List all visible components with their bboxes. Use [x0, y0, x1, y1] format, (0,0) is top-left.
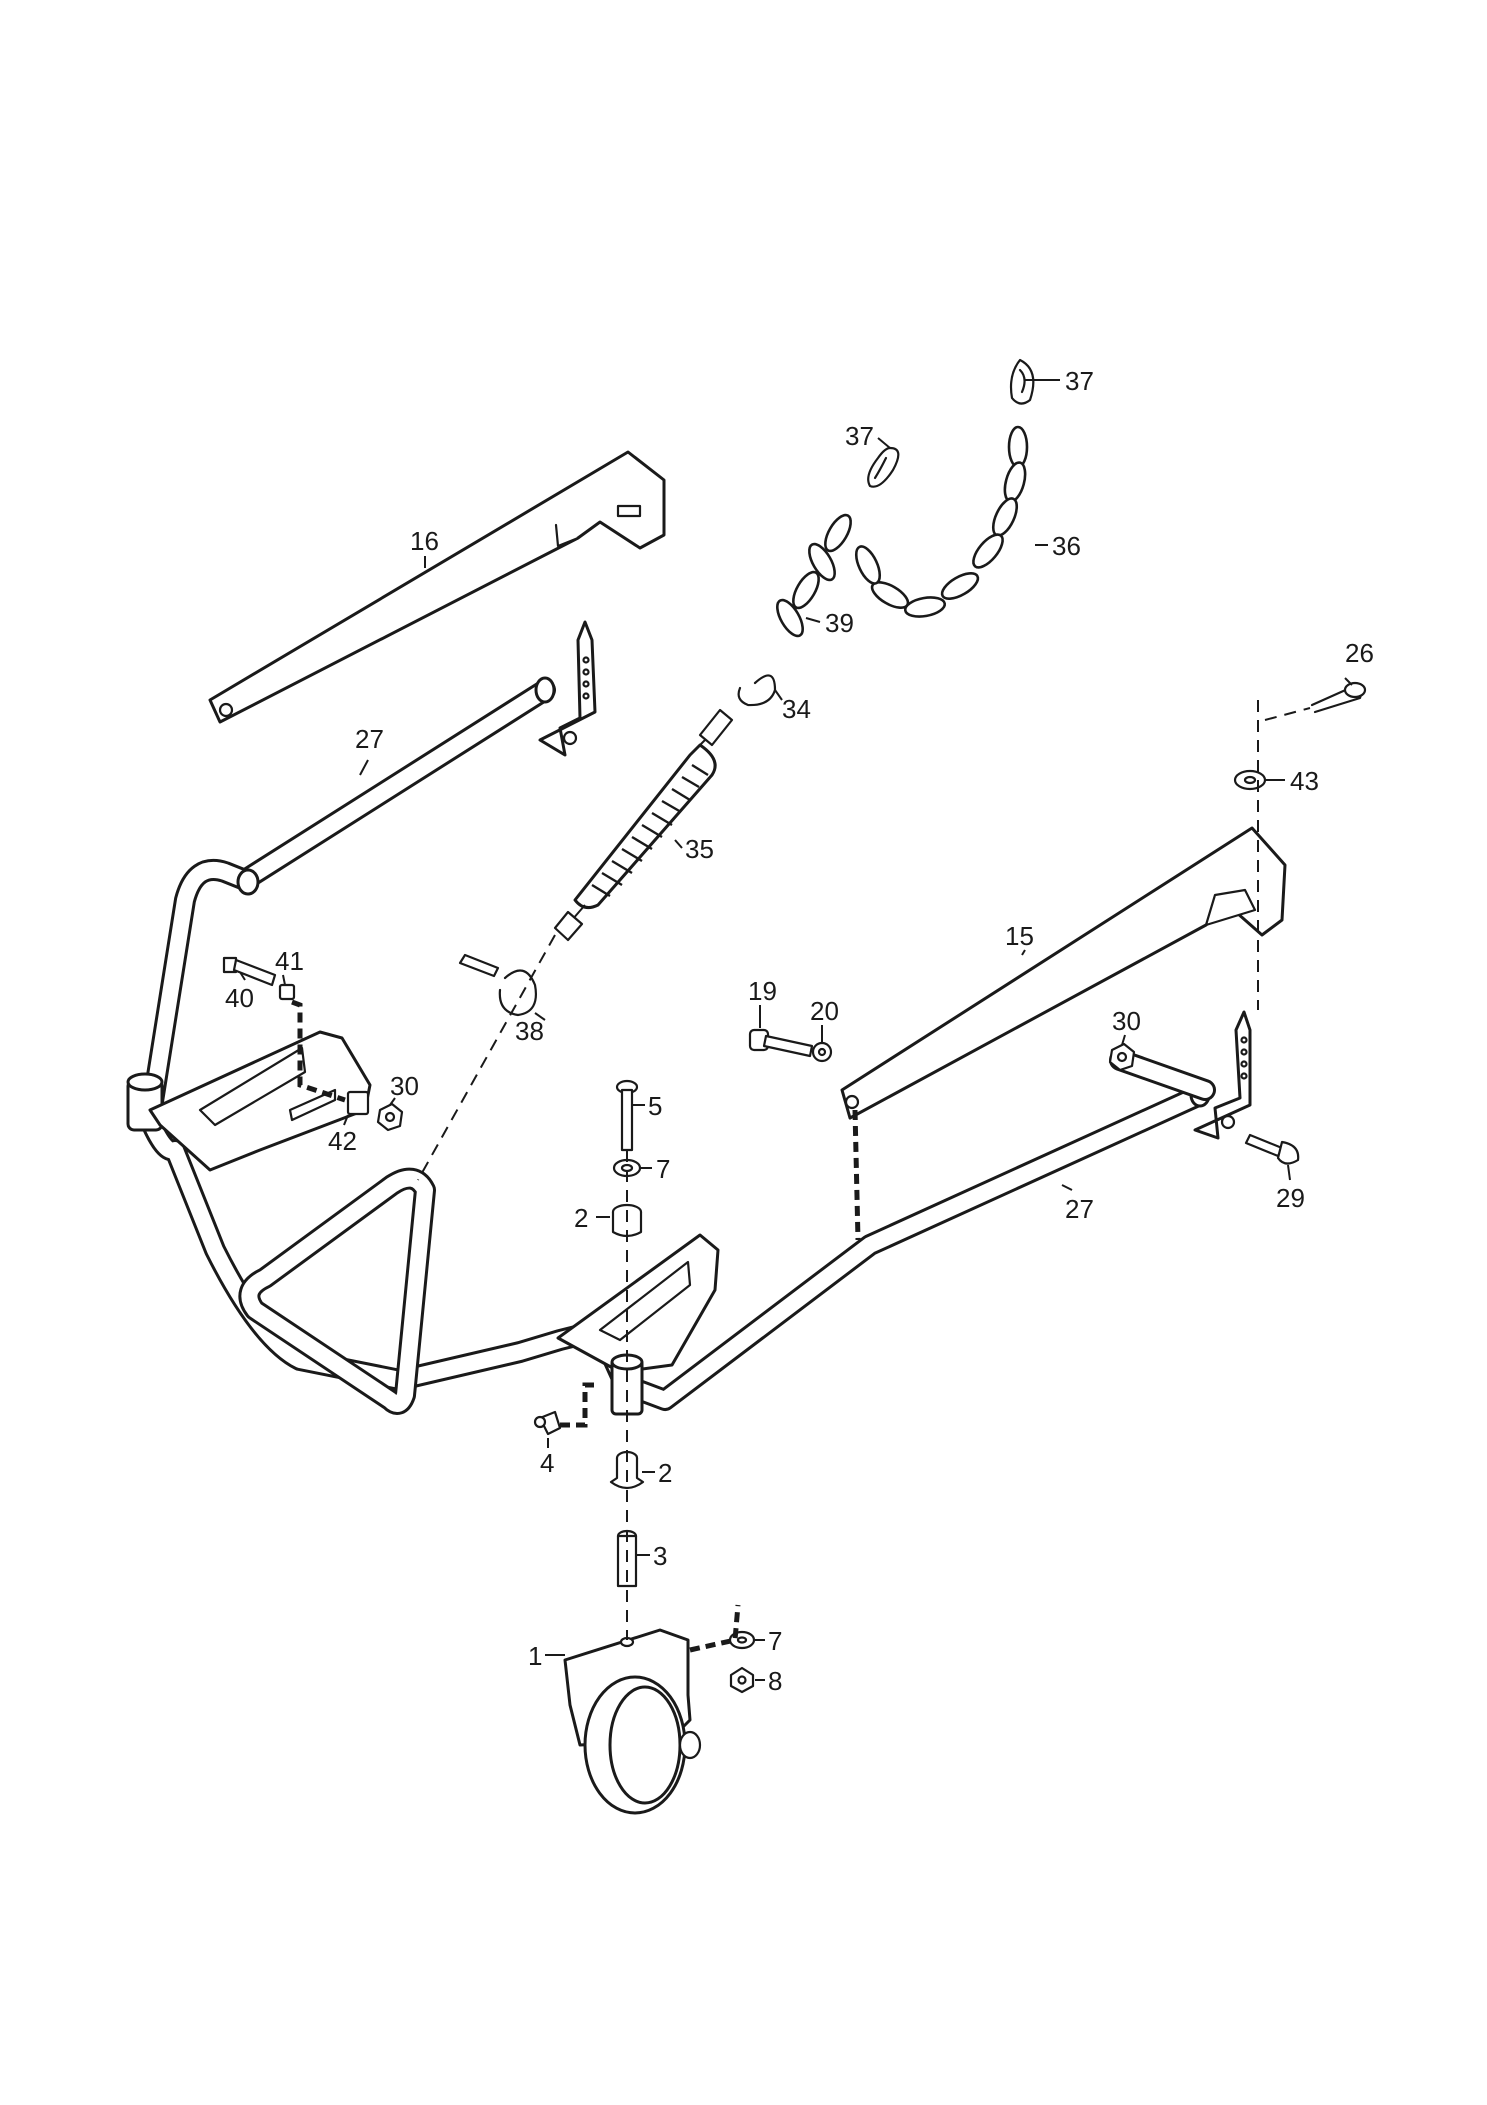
nut-30-right — [1108, 1042, 1136, 1072]
callout-26: 26 — [1345, 638, 1374, 668]
grease-fitting-4 — [533, 1410, 562, 1436]
callout-30-right: 30 — [1112, 1006, 1141, 1036]
callout-19: 19 — [748, 976, 777, 1006]
bolt-5 — [615, 1079, 639, 1152]
callout-20: 20 — [810, 996, 839, 1026]
shackle-bolt — [458, 953, 537, 1017]
callout-8: 8 — [768, 1666, 782, 1696]
adjust-holes-right — [1240, 1036, 1248, 1080]
callout-16: 16 — [410, 526, 439, 556]
shackle — [737, 674, 777, 707]
callout-34: 34 — [782, 694, 811, 724]
washer-20 — [811, 1041, 833, 1063]
callout-15: 15 — [1005, 921, 1034, 951]
pivot-rod-left — [234, 620, 597, 891]
callout-5: 5 — [648, 1091, 662, 1121]
callout-38: 38 — [515, 1016, 544, 1046]
bolt-29 — [1244, 1133, 1300, 1165]
callout-36: 36 — [1052, 531, 1081, 561]
callout-27-lower: 27 — [1065, 1194, 1094, 1224]
spring — [553, 708, 734, 942]
lift-arm-right — [840, 826, 1287, 1120]
callout-37-top: 37 — [1065, 366, 1094, 396]
nut-30-left — [376, 1102, 404, 1132]
callout-43: 43 — [1290, 766, 1319, 796]
spacer-41 — [278, 983, 296, 1001]
callout-39: 39 — [825, 608, 854, 638]
gusset-plate-center — [556, 1233, 720, 1374]
nut-8 — [729, 1666, 755, 1694]
washer-43 — [1233, 769, 1267, 791]
chain-short — [776, 513, 852, 638]
callout-1: 1 — [528, 1641, 542, 1671]
adjust-holes-left — [582, 656, 590, 700]
callout-37-left: 37 — [845, 421, 874, 451]
callout-41: 41 — [275, 946, 304, 976]
callout-2-bottom: 2 — [658, 1458, 672, 1488]
s-hook-top — [1009, 358, 1035, 405]
hair-pin-26 — [1310, 681, 1367, 714]
callout-7-bottom: 7 — [768, 1626, 782, 1656]
callout-7-top: 7 — [656, 1154, 670, 1184]
callout-35: 35 — [685, 834, 714, 864]
leader-lines — [239, 379, 1353, 1681]
push-handle — [238, 1167, 436, 1415]
bolt-40 — [222, 956, 277, 987]
caster-wheel — [563, 1628, 702, 1815]
alignment-lines — [291, 700, 1311, 1653]
callout-3: 3 — [653, 1541, 667, 1571]
gusset-plate-left — [148, 1030, 372, 1172]
spring-coils — [591, 763, 709, 898]
lift-arm-left — [208, 450, 666, 724]
callout-labels: 16 27 35 37 37 36 39 34 26 43 15 19 20 3… — [225, 366, 1374, 1696]
chain-long — [854, 425, 1029, 618]
pivot-rod-right — [1109, 1010, 1252, 1140]
callout-29: 29 — [1276, 1183, 1305, 1213]
bolt-19 — [748, 1028, 814, 1058]
s-hook-left — [867, 446, 900, 488]
callout-30-left: 30 — [390, 1071, 419, 1101]
block-42 — [346, 1090, 370, 1116]
callout-42: 42 — [328, 1126, 357, 1156]
caster-sleeve — [610, 1353, 644, 1416]
callout-27-upper: 27 — [355, 724, 384, 754]
callout-40: 40 — [225, 983, 254, 1013]
callout-2-top: 2 — [574, 1203, 588, 1233]
callout-4: 4 — [540, 1448, 554, 1478]
